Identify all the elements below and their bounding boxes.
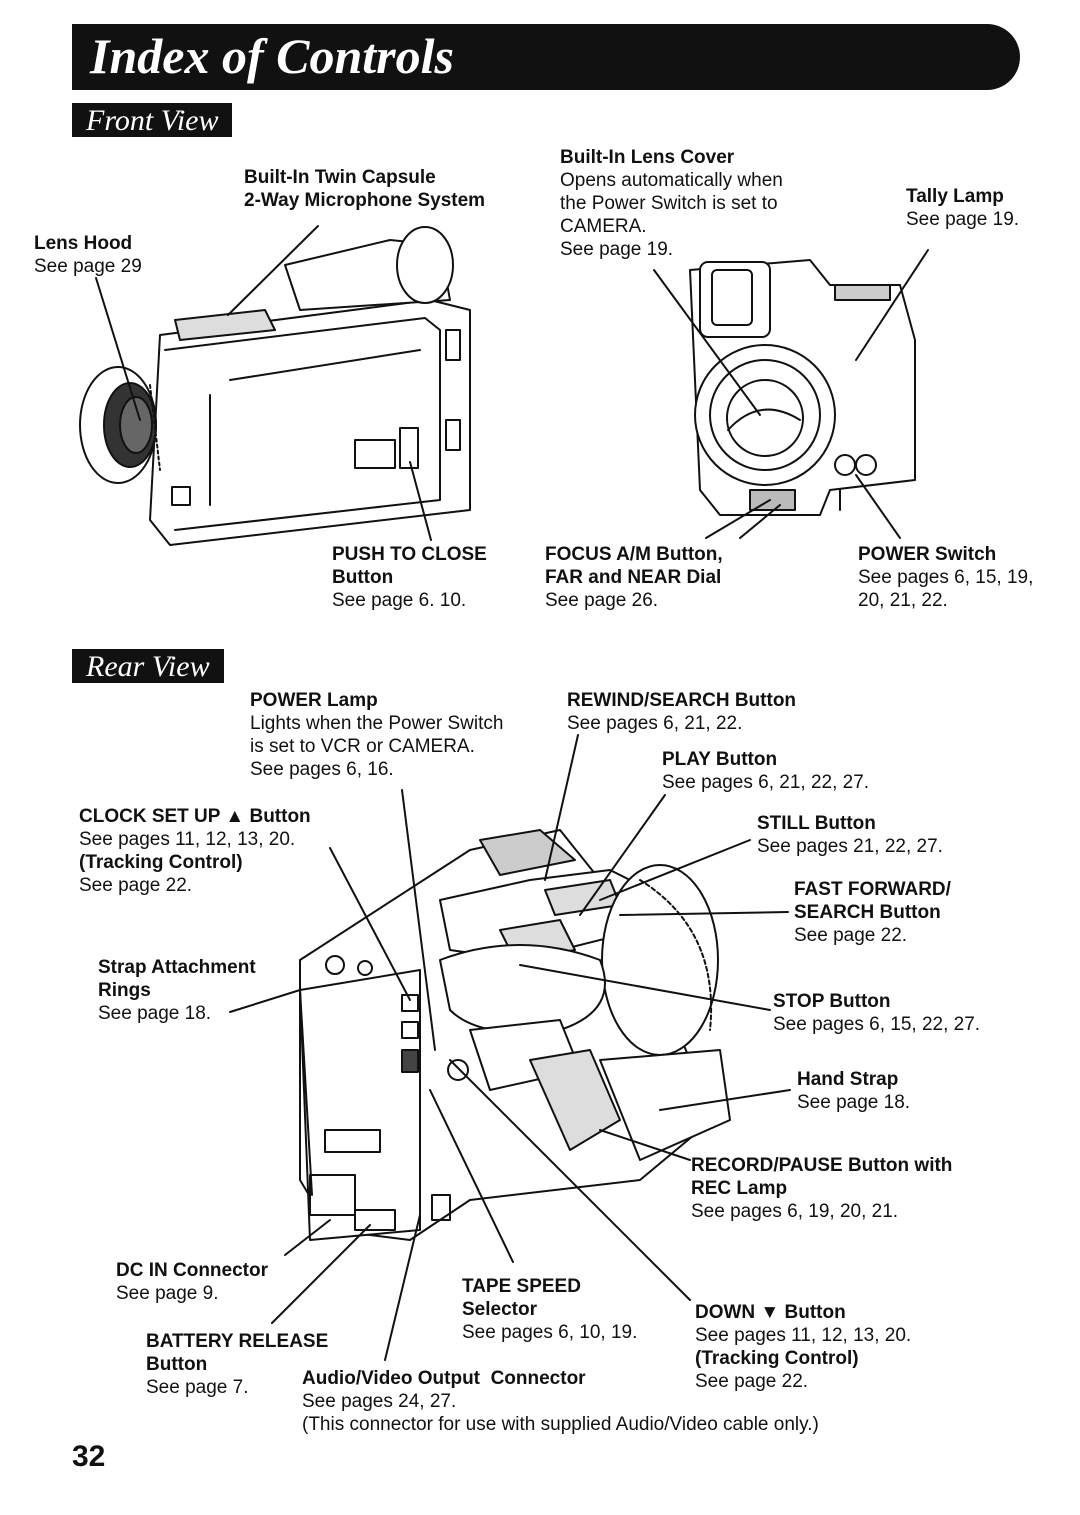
label-rewind-search: REWIND/SEARCH Button See pages 6, 21, 22…	[567, 690, 797, 734]
label-record-pause: RECORD/PAUSE Button with REC Lamp See pa…	[691, 1155, 953, 1222]
label-down: DOWN ▼ Button See pages 11, 12, 13, 20. …	[695, 1302, 912, 1392]
front-side-camcorder-drawing	[79, 226, 471, 546]
front-view-header: Front View	[72, 103, 233, 137]
rear-leader-lines	[229, 734, 791, 1361]
label-lens-cover: Built-In Lens Cover Opens automatically …	[560, 147, 783, 260]
label-tape-speed: TAPE SPEED Selector See pages 6, 10, 19.	[462, 1276, 638, 1343]
label-clock-set-up: CLOCK SET UP ▲ Button See pages 11, 12, …	[79, 806, 311, 896]
label-power-switch: POWER Switch See pages 6, 15, 19, 20, 21…	[858, 544, 1034, 611]
title-banner	[72, 24, 1020, 90]
label-play: PLAY Button See pages 6, 21, 22, 27.	[662, 749, 870, 793]
label-still: STILL Button See pages 21, 22, 27.	[757, 813, 943, 857]
label-power-lamp: POWER Lamp Lights when the Power Switch …	[250, 690, 504, 780]
label-focus: FOCUS A/M Button, FAR and NEAR Dial See …	[545, 544, 723, 611]
label-fast-forward: FAST FORWARD/ SEARCH Button See page 22.	[794, 879, 951, 946]
front-leader-lines	[95, 225, 929, 541]
rear-view-header: Rear View	[72, 649, 224, 683]
label-tally-lamp: Tally Lamp See page 19.	[906, 186, 1020, 230]
label-microphone: Built-In Twin Capsule 2-Way Microphone S…	[244, 167, 486, 211]
label-stop: STOP Button See pages 6, 15, 22, 27.	[773, 991, 981, 1035]
label-dc-in: DC IN Connector See page 9.	[116, 1260, 268, 1304]
label-lens-hood: Lens Hood See page 29	[34, 233, 142, 277]
page-title: Index of Controls	[90, 28, 454, 84]
label-strap-rings: Strap Attachment Rings See page 18.	[98, 957, 256, 1024]
label-av-output: Audio/Video Output Connector See pages 2…	[302, 1368, 819, 1435]
label-hand-strap: Hand Strap See page 18.	[797, 1069, 911, 1113]
rear-camcorder-drawing	[299, 829, 731, 1241]
page-number: 32	[72, 1440, 106, 1473]
front-front-camcorder-drawing	[689, 259, 916, 516]
label-battery-release: BATTERY RELEASE Button See page 7.	[146, 1331, 329, 1398]
label-push-to-close: PUSH TO CLOSE Button See page 6. 10.	[332, 544, 487, 611]
